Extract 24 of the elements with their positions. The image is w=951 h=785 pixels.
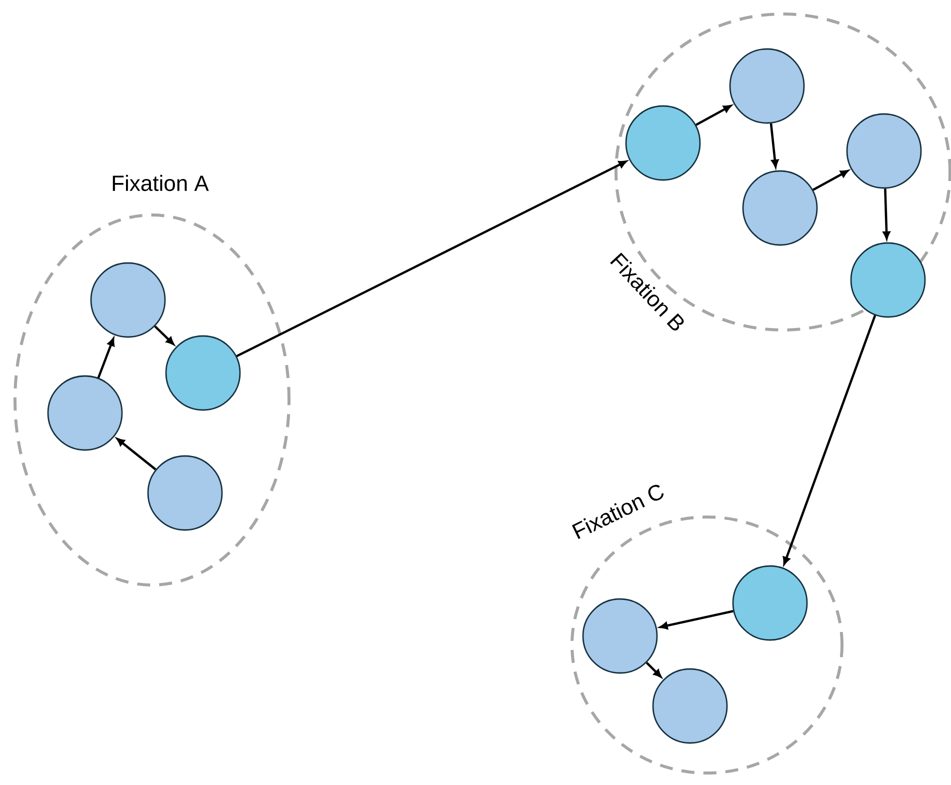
circle-node: [47, 375, 123, 451]
cluster-label: Fixation A: [112, 174, 209, 192]
circle-node: [625, 105, 701, 181]
arrow: [646, 662, 662, 678]
circle-node: [90, 262, 166, 338]
circle-node: [732, 565, 808, 641]
circle-node: [582, 598, 658, 674]
arrow: [696, 105, 732, 126]
arrow: [660, 610, 734, 630]
circle-node: [652, 668, 728, 744]
circle-node: [742, 170, 818, 246]
arrow: [782, 315, 876, 565]
arrow: [154, 325, 174, 345]
circle-node: [846, 113, 922, 189]
circle-node: [729, 48, 805, 124]
circle-node: [850, 242, 926, 318]
circle-node: [165, 335, 241, 411]
arrow: [882, 188, 890, 240]
circle-node: [147, 455, 223, 531]
arrow: [236, 160, 627, 358]
arrow: [770, 123, 779, 168]
arrow: [97, 338, 114, 378]
arrow: [812, 170, 848, 191]
arrow: [116, 438, 156, 470]
